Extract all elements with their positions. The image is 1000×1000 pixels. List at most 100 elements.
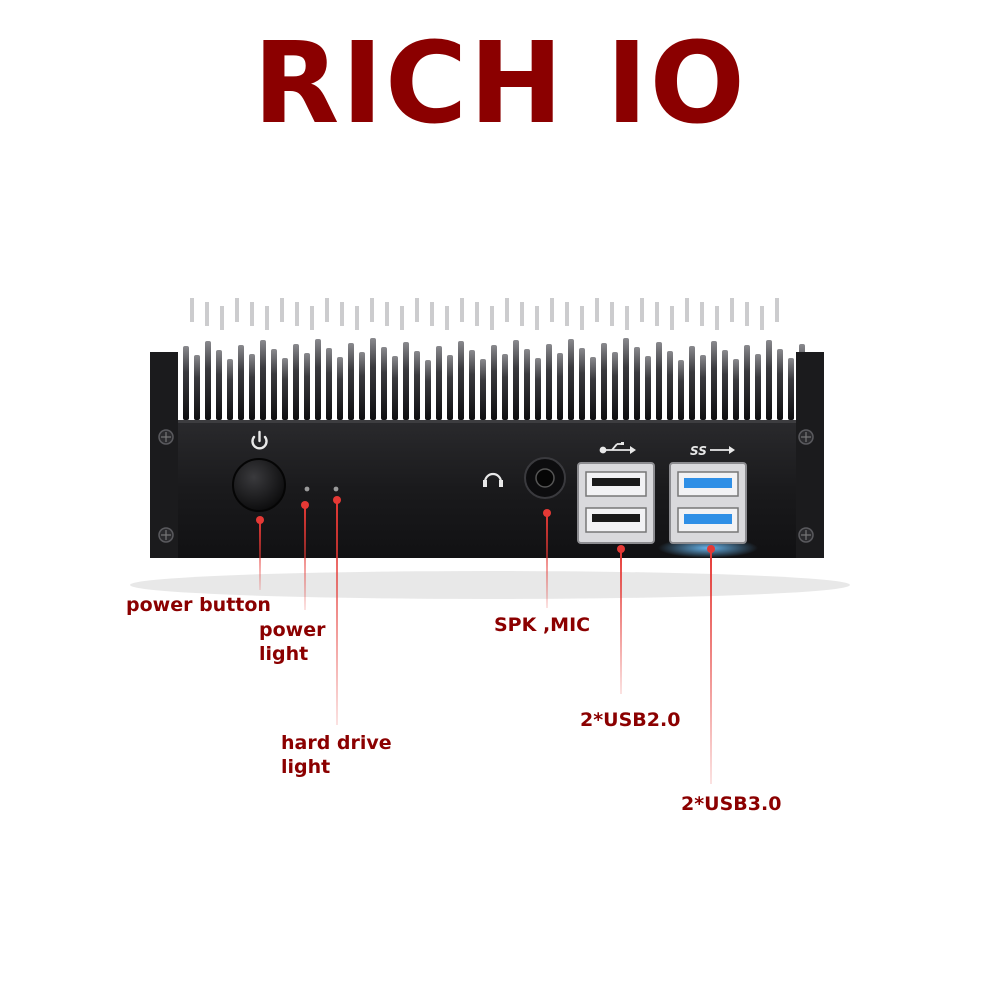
heatsink-fin — [775, 298, 779, 322]
heatsink-fin — [655, 302, 659, 326]
heatsink-fin — [447, 355, 453, 420]
usb3-port — [677, 471, 739, 497]
heatsink-fin — [623, 338, 629, 420]
heatsink-fin — [460, 298, 464, 322]
heatsink-fin — [340, 302, 344, 326]
heatsink-fin — [190, 298, 194, 322]
heatsink-fin — [355, 306, 359, 330]
device-shadow — [130, 571, 850, 599]
heatsink-fin — [535, 306, 539, 330]
heatsink-fin — [436, 346, 442, 420]
heatsink-fin — [755, 354, 761, 420]
hdd-light-leader-dot — [333, 496, 341, 504]
usb2-port — [585, 507, 647, 533]
heatsink-fin — [788, 358, 794, 420]
heatsink-fin — [601, 343, 607, 420]
usb3-leader — [710, 549, 712, 784]
heatsink-fin — [282, 358, 288, 420]
heatsink-fin — [265, 306, 269, 330]
heatsink-fin — [295, 302, 299, 326]
usb3-port — [677, 507, 739, 533]
heatsink-fin — [715, 306, 719, 330]
usb3-leader-dot — [707, 545, 715, 553]
heatsink-fin — [520, 302, 524, 326]
hdd-led — [333, 486, 339, 492]
power-led — [304, 486, 310, 492]
heatsink-fin — [730, 298, 734, 322]
heatsink-fin — [667, 351, 673, 420]
heatsink-fin — [381, 347, 387, 420]
heatsink-fin — [315, 339, 321, 420]
heatsink-fin — [403, 342, 409, 420]
power-light-label-line2: light — [259, 643, 309, 665]
heatsink-fin — [550, 298, 554, 322]
heatsink-fin — [744, 345, 750, 420]
usb-superspeed-icon: SS — [690, 444, 735, 458]
heatsink-fin — [640, 298, 644, 322]
heatsink-fin — [546, 344, 552, 420]
heatsink-fin — [610, 302, 614, 326]
heatsink-fin — [348, 343, 354, 420]
usb2-label: 2*USB2.0 — [580, 709, 681, 731]
heatsink-fin — [685, 298, 689, 322]
heatsink-fin — [385, 302, 389, 326]
heatsink-fin — [502, 354, 508, 420]
power-button-label: power button — [126, 594, 271, 616]
spk-mic-leader — [546, 513, 548, 608]
heatsink-fin — [722, 350, 728, 420]
usb2-port — [585, 471, 647, 497]
heatsink-fin — [535, 358, 541, 420]
heatsink-fin — [490, 306, 494, 330]
usb2-leader-dot — [617, 545, 625, 553]
heatsink-fin — [745, 302, 749, 326]
heatsink-fin — [250, 302, 254, 326]
heatsink-fin — [513, 340, 519, 420]
heatsink-fin — [205, 302, 209, 326]
heatsink-fin — [326, 348, 332, 420]
power-icon — [251, 430, 268, 450]
heatsink-fin — [505, 298, 509, 322]
heatsink-fins — [172, 298, 805, 420]
heatsink-fin — [678, 360, 684, 420]
heatsink-fin — [400, 306, 404, 330]
heatsink-fin — [580, 306, 584, 330]
heatsink-fin — [325, 298, 329, 322]
heatsink-fin — [414, 351, 420, 420]
heatsink-fin — [760, 306, 764, 330]
power-button-leader — [259, 520, 261, 590]
heatsink-fin — [711, 341, 717, 420]
heatsink-fin — [689, 346, 695, 420]
heatsink-fin — [565, 302, 569, 326]
heatsink-fin — [220, 306, 224, 330]
power-light-leader — [304, 505, 306, 610]
heatsink-fin — [634, 347, 640, 420]
heatsink-fin — [227, 359, 233, 420]
heatsink-fin — [645, 356, 651, 420]
heatsink-fin — [445, 306, 449, 330]
power-button — [232, 458, 286, 512]
left-side-wall — [150, 352, 178, 558]
heatsink-fin — [205, 341, 211, 420]
power-light-leader-dot — [301, 501, 309, 509]
heatsink-fin — [260, 340, 266, 420]
heatsink-fin — [625, 306, 629, 330]
heatsink-fin — [524, 349, 530, 420]
right-side-wall — [796, 352, 824, 558]
heatsink-fin — [293, 344, 299, 420]
svg-text:SS: SS — [690, 444, 707, 458]
heatsink-fin — [249, 354, 255, 420]
heatsink-fin — [700, 302, 704, 326]
heatsink-fin — [475, 302, 479, 326]
heatsink-fin — [595, 298, 599, 322]
hdd-light-label-line2: light — [281, 756, 331, 778]
power-light-label: power light — [259, 618, 325, 666]
heatsink-fin — [310, 306, 314, 330]
heatsink-fin — [337, 357, 343, 420]
heatsink-fin — [415, 298, 419, 322]
power-button-leader-dot — [256, 516, 264, 524]
heatsink-fin — [216, 350, 222, 420]
heatsink-fin — [280, 298, 284, 322]
heatsink-fin — [579, 348, 585, 420]
heatsink-fin — [480, 359, 486, 420]
